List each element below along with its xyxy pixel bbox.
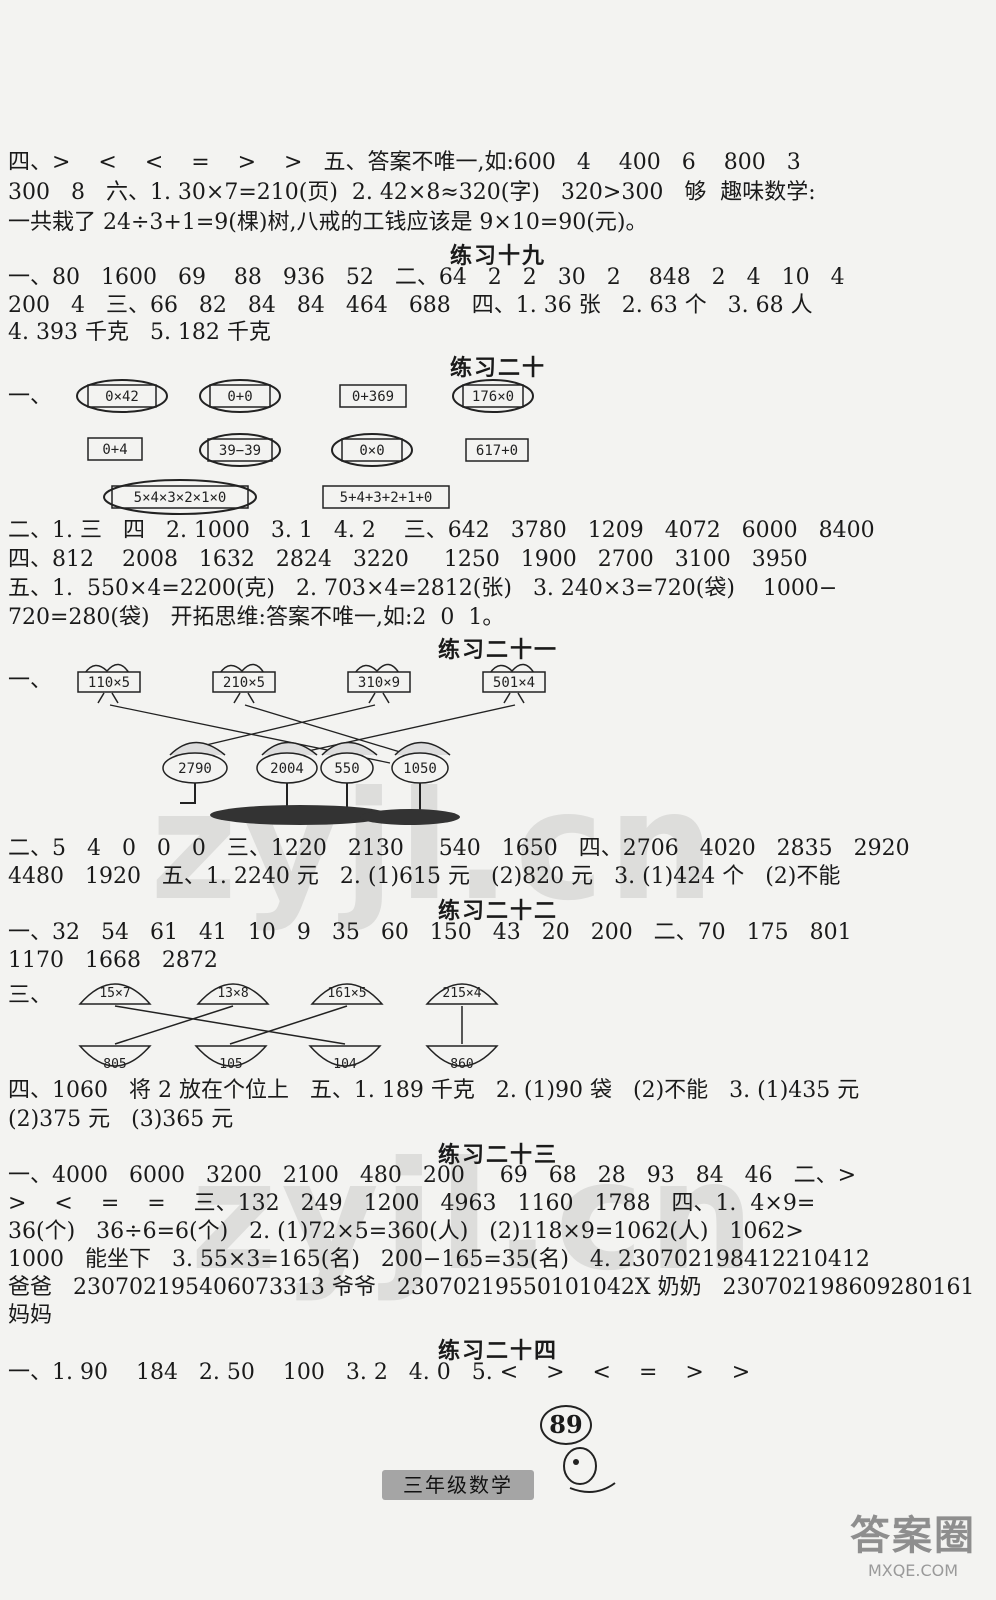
matching-diagram: 110×5 210×5 310×9 501×4 xyxy=(77,663,546,825)
text-line: 一共栽了 24÷3+1=9(棵)树,八戒的工钱应该是 9×10=90(元)。 xyxy=(8,210,648,235)
section-title: 练习二十三 xyxy=(437,1143,558,1168)
box-label: 176×0 xyxy=(472,389,514,405)
text-line: 妈妈 xyxy=(8,1303,53,1328)
shell-card: 860 xyxy=(425,1045,499,1072)
box-label: 5×4×3×2×1×0 xyxy=(134,490,227,506)
text-line: 三、 xyxy=(8,983,53,1008)
dragonfly-card: 501×4 xyxy=(482,663,546,704)
lotus-pad: 1050 xyxy=(391,741,451,813)
svg-text:13×8: 13×8 xyxy=(217,986,248,1001)
dragonfly-card: 310×9 xyxy=(347,663,411,704)
lotus-pad: 2004 xyxy=(256,741,318,813)
lotus-pad: 550 xyxy=(320,741,378,813)
text-line: 一、 xyxy=(8,384,53,409)
circled-mark xyxy=(76,379,168,413)
svg-text:105: 105 xyxy=(219,1057,242,1072)
shell-card: 215×4 xyxy=(425,983,499,1005)
circled-mark xyxy=(331,433,413,467)
svg-text:161×5: 161×5 xyxy=(327,986,366,1001)
shell-card: 161×5 xyxy=(310,983,384,1005)
dragonfly-card: 210×5 xyxy=(212,663,276,704)
box-diagram: 0×42 0+0 0+369 176×0 0+4 39−39 0×0 617+0… xyxy=(76,379,534,515)
section-title: 练习十九 xyxy=(449,244,546,269)
text-line: 爸爸 230702195406073313 爷爷 230702195501010… xyxy=(8,1275,975,1300)
circled-mark xyxy=(103,479,257,515)
box-label: 617+0 xyxy=(476,443,518,459)
svg-text:110×5: 110×5 xyxy=(88,675,130,691)
text-line: > < = = 三、132 249 1200 4963 1160 1788 四、… xyxy=(8,1191,816,1216)
dragonfly-card: 110×5 xyxy=(77,663,141,704)
text-line: 1000 能坐下 3. 55×3=165(名) 200−165=35(名) 4.… xyxy=(8,1247,870,1272)
section-title: 练习二十二 xyxy=(437,899,558,924)
text-line: 4. 393 千克 5. 182 千克 xyxy=(8,320,271,345)
shell-card: 105 xyxy=(194,1045,268,1072)
svg-text:805: 805 xyxy=(103,1057,126,1072)
shell-card: 104 xyxy=(308,1045,382,1072)
box-label: 0+369 xyxy=(352,389,394,405)
text-line: 200 4 三、66 82 84 84 464 688 四、1. 36 张 2.… xyxy=(8,293,813,318)
text-line: 四、> < < = > > 五、答案不唯一,如:600 4 400 6 800 … xyxy=(8,150,801,175)
watermark: zyjl.cn xyxy=(150,760,719,934)
section-title: 练习二十 xyxy=(449,356,546,381)
svg-text:310×9: 310×9 xyxy=(358,675,400,691)
watermark: zyjl.cn xyxy=(190,1130,759,1304)
text-line: 五、1. 550×4=2200(克) 2. 703×4=2812(张) 3. 2… xyxy=(8,576,838,601)
svg-text:15×7: 15×7 xyxy=(99,986,130,1001)
box-label: 5+4+3+2+1+0 xyxy=(340,490,433,506)
svg-text:210×5: 210×5 xyxy=(223,675,265,691)
text-line: 四、812 2008 1632 2824 3220 1250 1900 2700… xyxy=(8,547,808,572)
box-label: 0+0 xyxy=(227,389,252,405)
box-label: 0×0 xyxy=(359,443,384,459)
site-logo: 答案圈 MXQE.COM xyxy=(850,1513,976,1580)
text-line: 二、5 4 0 0 0 三、1220 2130 540 1650 四、2706 … xyxy=(8,836,910,861)
svg-text:2790: 2790 xyxy=(178,761,212,777)
text-line: 一、1. 90 184 2. 50 100 3. 2 4. 0 5. < > <… xyxy=(8,1360,751,1385)
shell-card: 15×7 xyxy=(78,983,152,1005)
text-line: 一、 xyxy=(8,668,53,693)
text-line: 4480 1920 五、1. 2240 元 2. (1)615 元 (2)820… xyxy=(8,864,841,889)
circled-mark xyxy=(452,379,534,413)
shell-card: 13×8 xyxy=(196,983,270,1005)
text-line: 720=280(袋) 开拓思维:答案不唯一,如:2 0 1。 xyxy=(8,605,505,630)
svg-text:2004: 2004 xyxy=(270,761,304,777)
text-line: 二、1. 三 四 2. 1000 3. 1 4. 2 三、642 3780 12… xyxy=(8,518,875,543)
snail-icon xyxy=(563,1447,616,1493)
section-title: 练习二十四 xyxy=(437,1339,558,1364)
svg-text:1050: 1050 xyxy=(403,761,437,777)
svg-text:501×4: 501×4 xyxy=(493,675,535,691)
box-label: 39−39 xyxy=(219,443,261,459)
box-label: 0+4 xyxy=(102,442,127,458)
shell-card: 805 xyxy=(78,1045,152,1072)
text-line: 1170 1668 2872 xyxy=(8,948,218,973)
svg-text:215×4: 215×4 xyxy=(442,986,481,1001)
shell-matching-diagram: 15×7 13×8 161×5 215×4 805 105 104 860 xyxy=(78,983,499,1072)
section-title: 练习二十一 xyxy=(437,638,558,663)
grade-subject-label: 三年级数学 xyxy=(382,1470,534,1500)
circled-mark xyxy=(199,433,281,467)
lotus-pad: 2790 xyxy=(162,741,228,804)
text-line: 一、4000 6000 3200 2100 480 200 69 68 28 9… xyxy=(8,1163,857,1188)
svg-text:104: 104 xyxy=(333,1057,357,1072)
svg-text:860: 860 xyxy=(450,1057,473,1072)
text-line: 一、32 54 61 41 10 9 35 60 150 43 20 200 二… xyxy=(8,920,852,945)
text-line: (2)375 元 (3)365 元 xyxy=(8,1107,234,1132)
svg-text:550: 550 xyxy=(334,761,359,777)
text-line: 四、1060 将 2 放在个位上 五、1. 189 千克 2. (1)90 袋 … xyxy=(8,1078,860,1103)
circled-mark xyxy=(199,379,281,413)
text-line: 36(个) 36÷6=6(个) 2. (1)72×5=360(人) (2)118… xyxy=(8,1219,804,1244)
text-line: 一、80 1600 69 88 936 52 二、64 2 2 30 2 848… xyxy=(8,265,845,290)
page-number: 89 xyxy=(540,1405,592,1445)
box-label: 0×42 xyxy=(105,389,139,405)
text-line: 300 8 六、1. 30×7=210(页) 2. 42×8≈320(字) 32… xyxy=(8,180,816,205)
